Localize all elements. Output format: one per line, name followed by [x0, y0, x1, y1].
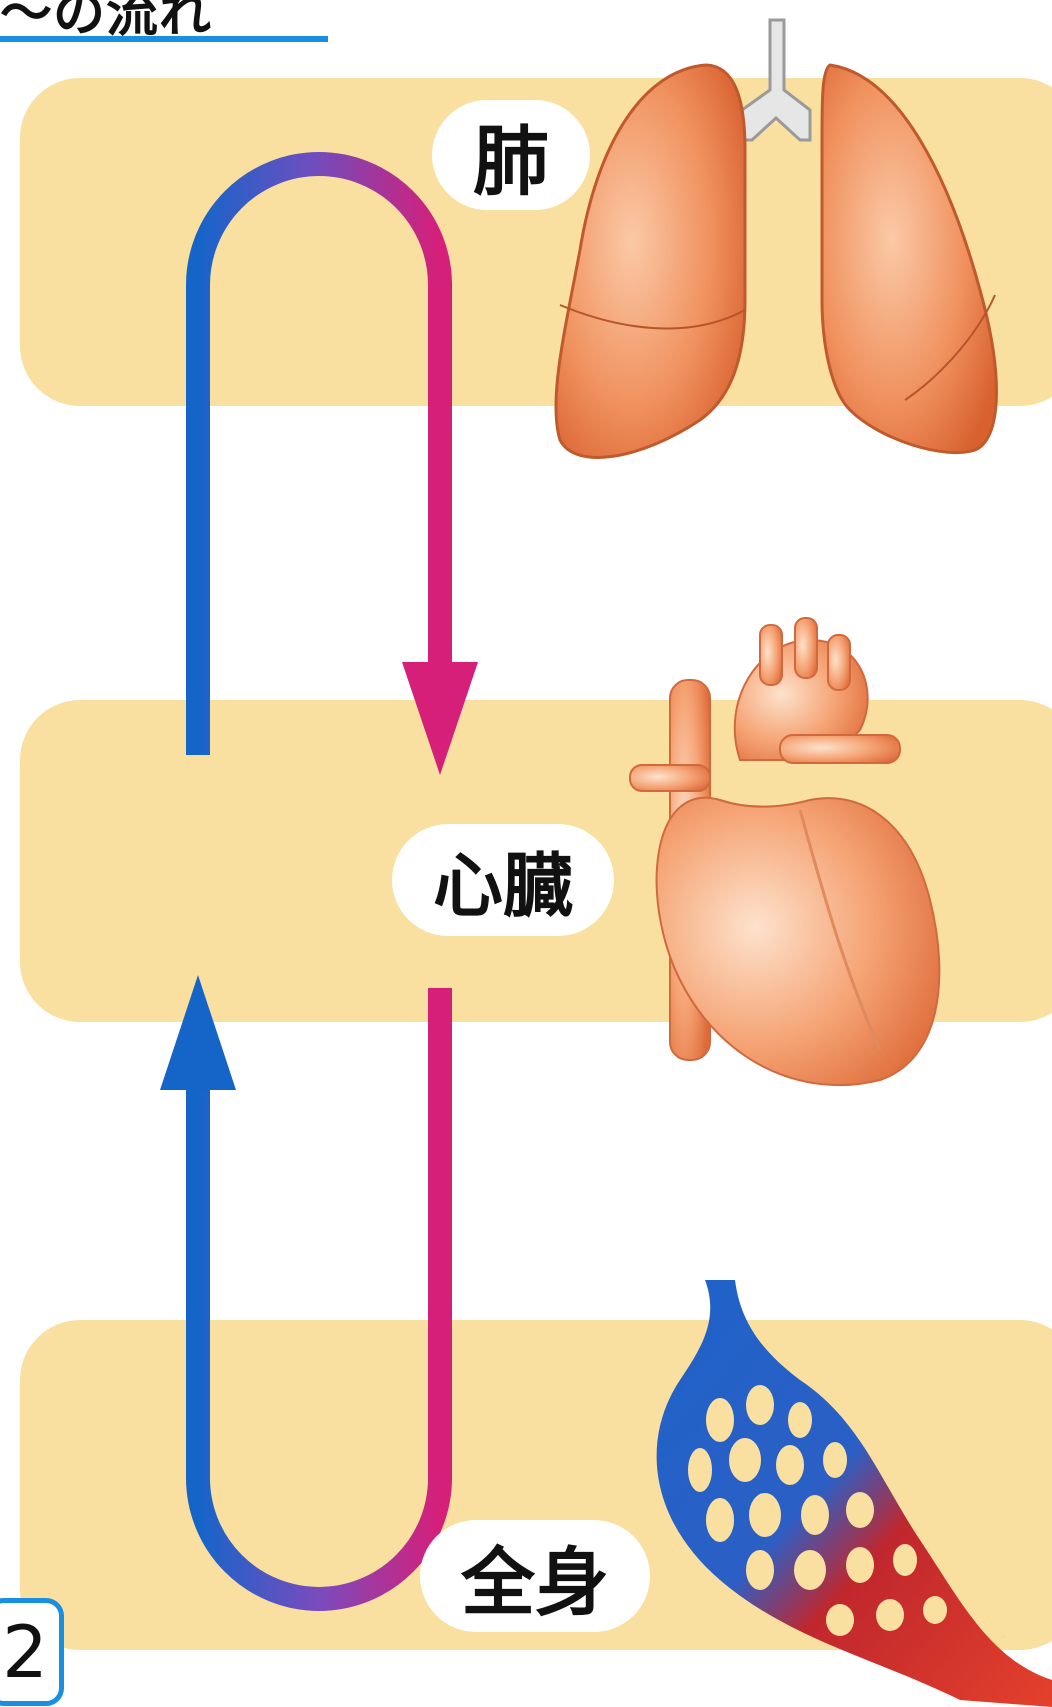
page-title: 〜の流れ	[0, 0, 213, 36]
systemic-vein-path	[186, 1070, 452, 1611]
heart-label-text: 心臓	[433, 844, 573, 927]
down-arrowhead	[402, 662, 478, 775]
body-label-text: 全身	[461, 1539, 609, 1626]
lungs-label-text: 肺	[473, 117, 549, 206]
heart-illustration	[629, 617, 941, 1087]
number-badge: 2	[0, 1598, 64, 1706]
title-underline	[0, 36, 328, 42]
heart-label: 心臓	[392, 824, 614, 936]
lungs-label: 肺	[432, 100, 590, 210]
body-label: 全身	[420, 1520, 650, 1632]
up-arrowhead	[160, 975, 236, 1090]
capillary-illustration	[656, 1280, 1052, 1707]
lungs-illustration	[554, 18, 998, 459]
pulmonary-vein-path	[186, 152, 452, 755]
